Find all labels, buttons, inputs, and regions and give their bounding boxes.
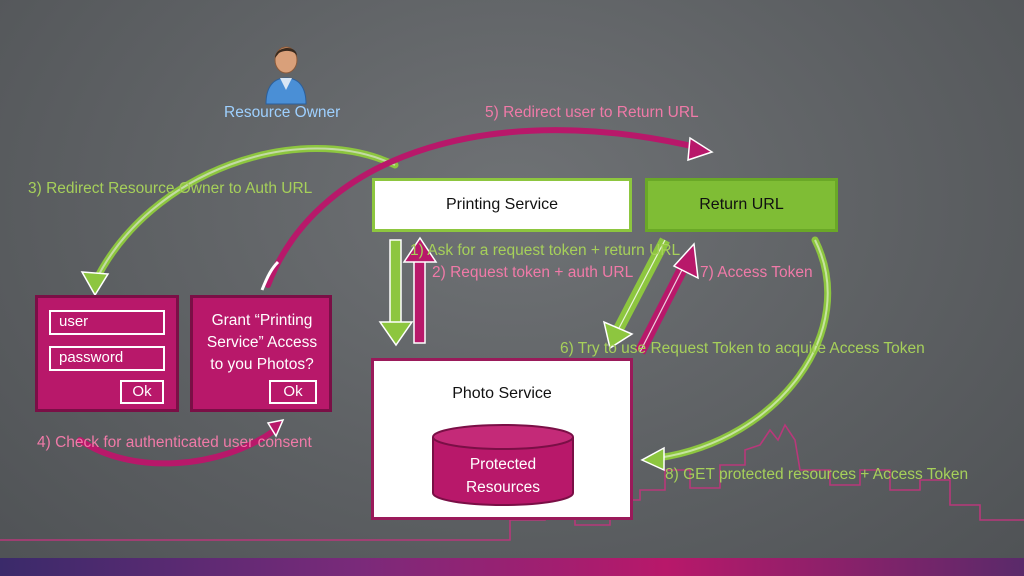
step4-label: 4) Check for authenticated user consent (37, 434, 312, 451)
step5-label: 5) Redirect user to Return URL (485, 104, 699, 121)
photo-service-box: Photo Service Protected Resources (371, 358, 633, 520)
arrow-step2 (413, 257, 426, 344)
bottom-gradient-bar (0, 558, 1024, 576)
grant-text-line: Grant “Printing (211, 312, 313, 329)
step8-label: 8) GET protected resources + Access Toke… (665, 466, 969, 483)
step6-label: 6) Try to use Request Token to acquire A… (560, 340, 925, 357)
username-field[interactable]: user (49, 310, 165, 335)
return-url-label: Return URL (699, 196, 784, 213)
photo-service-label: Photo Service (452, 385, 552, 402)
step2-label: 2) Request token + auth URL (432, 264, 634, 281)
arrow-step3 (91, 145, 399, 286)
grant-consent-text: Grant “Printing Service” Access to you P… (193, 310, 331, 376)
step3-label: 3) Redirect Resource Owner to Auth URL (28, 180, 313, 197)
password-field[interactable]: password (49, 346, 165, 371)
grant-consent-panel: Grant “Printing Service” Access to you P… (190, 295, 332, 412)
printing-service-box: Printing Service (372, 178, 632, 232)
login-ok-button[interactable]: Ok (120, 380, 164, 404)
protected-resources-label: Protected Resources (430, 453, 576, 499)
person-icon (265, 46, 307, 105)
grant-text-line: to you Photos? (210, 356, 314, 373)
resource-owner-label: Resource Owner (224, 104, 341, 121)
protected-line: Resources (465, 479, 541, 496)
login-panel: user password Ok (35, 295, 179, 412)
database-cylinder-icon (432, 424, 574, 506)
printing-service-label: Printing Service (445, 196, 559, 213)
arrow-step5 (265, 127, 703, 288)
protected-line: Protected (469, 456, 537, 473)
grant-text-line: Service” Access (206, 334, 318, 351)
step7-label: 7) Access Token (700, 264, 813, 281)
return-url-box: Return URL (645, 178, 838, 232)
step1-label: 1) Ask for a request token + return URL (410, 242, 681, 259)
arrow-step4 (77, 427, 278, 467)
grant-ok-button[interactable]: Ok (269, 380, 317, 404)
arrow-step1 (389, 239, 402, 326)
